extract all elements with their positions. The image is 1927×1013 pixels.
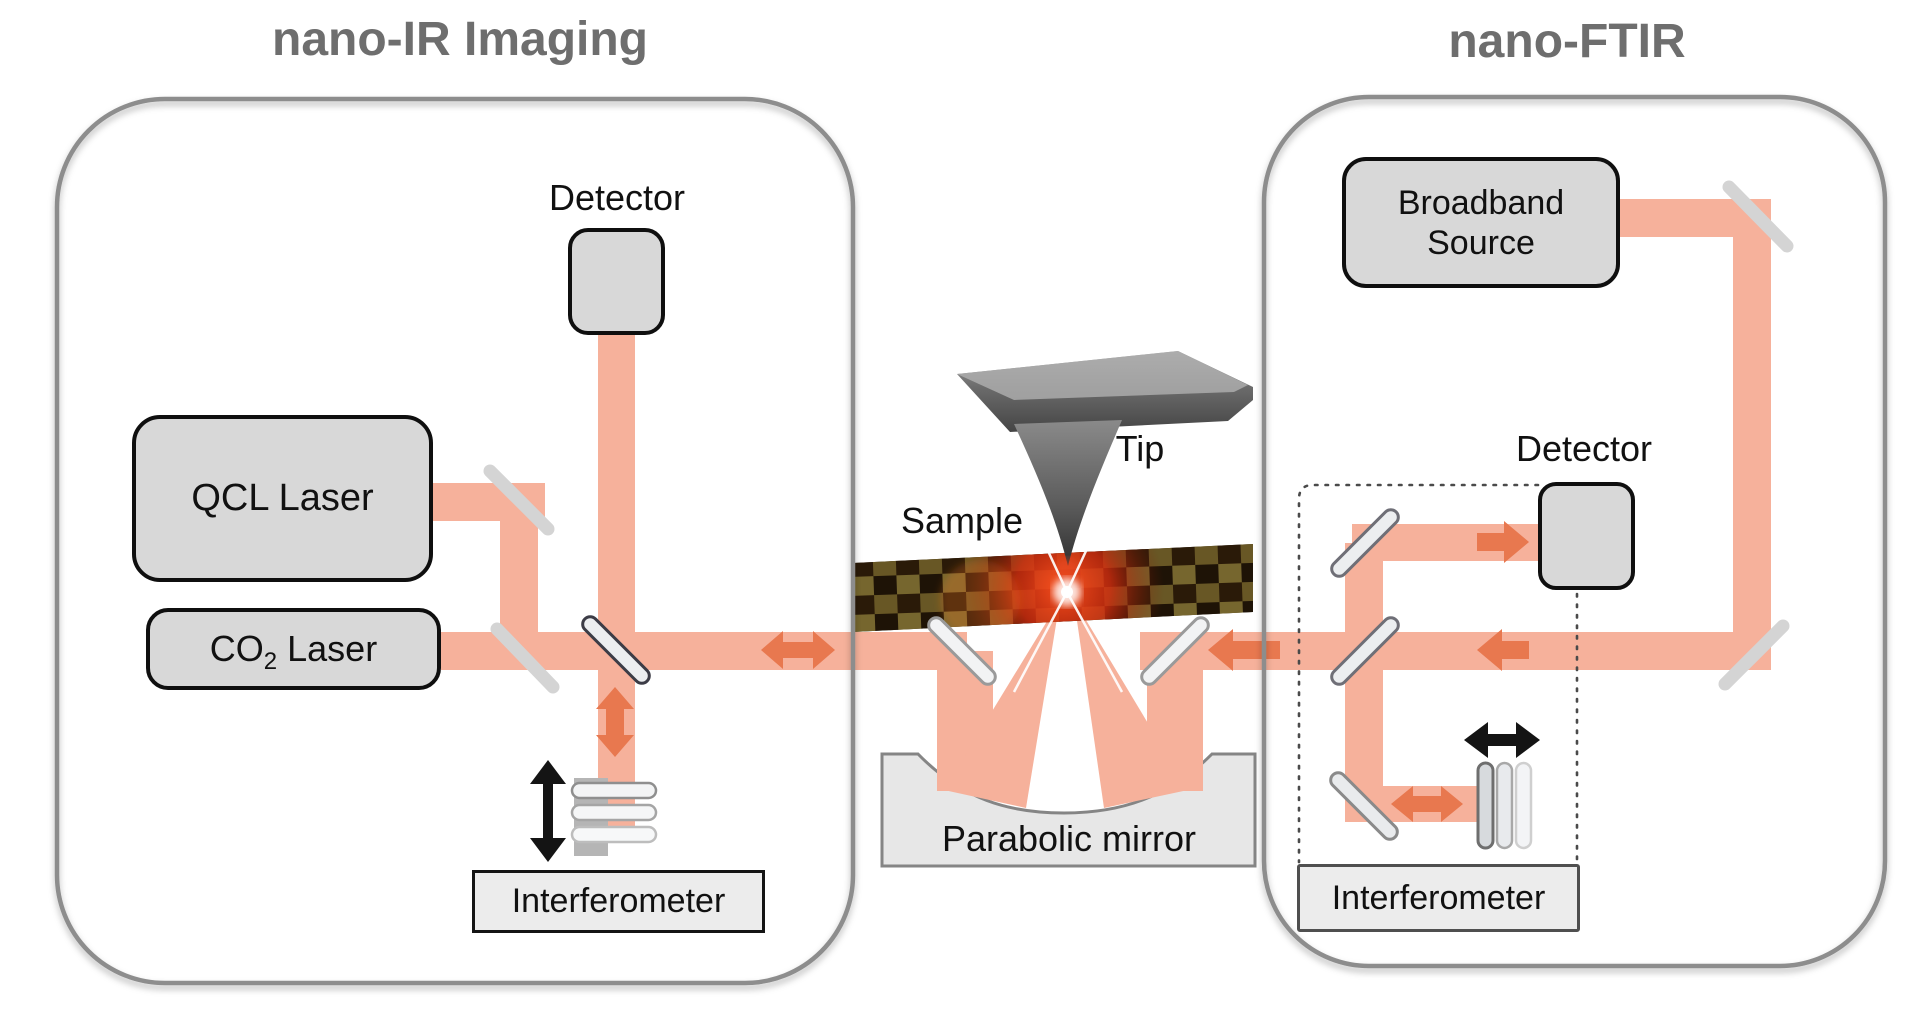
scan-arrow-right-interferometer <box>1464 722 1540 758</box>
bottom-corner-mirror <box>1718 619 1790 691</box>
co2-laser-box: CO2 Laser <box>146 608 441 690</box>
ftir-beamsplitter <box>1330 616 1400 686</box>
co2-combiner-mirror <box>490 622 560 694</box>
right-panel-title: nano-FTIR <box>1448 15 1686 68</box>
sample-label: Sample <box>900 500 1024 541</box>
focus-core <box>1061 586 1073 598</box>
qcl-laser-label: QCL Laser <box>191 477 374 519</box>
parabola-left-mirror <box>927 616 997 686</box>
broadband-source-box: Broadband Source <box>1342 157 1620 288</box>
beam-double-arrow-left-vertical <box>596 687 634 757</box>
beam-focus-cone-left <box>944 600 1060 808</box>
parabola-right-mirror <box>1140 616 1210 686</box>
beam-arrow-into-detector <box>1477 521 1529 563</box>
interferometer-label-left: Interferometer <box>472 870 765 933</box>
beam-splitter-vertical-right <box>1345 543 1383 822</box>
interferometer-label-right: Interferometer <box>1297 864 1580 932</box>
scan-arrow-left-interferometer <box>530 760 566 862</box>
ftir-lower-mirror <box>1329 771 1399 841</box>
beam-double-arrow-left-horizontal <box>761 631 835 669</box>
left-panel-title: nano-IR Imaging <box>272 13 648 66</box>
source-corner-mirror <box>1722 180 1794 253</box>
detector-label-left: Detector <box>548 177 686 218</box>
broadband-source-line1: Broadband <box>1397 183 1565 222</box>
left-panel-frame <box>54 96 856 986</box>
parabolic-mirror-label: Parabolic mirror <box>941 818 1197 859</box>
beam-detector-left <box>598 335 635 832</box>
beam-arrow-toward-parabola <box>1208 629 1280 671</box>
main-beamsplitter-left <box>581 615 651 685</box>
ftir-upper-mirror <box>1330 508 1400 578</box>
beam-qcl-down <box>500 500 538 650</box>
qcl-fold-mirror <box>483 464 555 536</box>
reference-mirror-stack-left <box>570 778 658 856</box>
qcl-laser-box: QCL Laser <box>132 415 433 582</box>
beam-double-arrow-reference-right <box>1391 786 1463 822</box>
interferometer-dotted-box <box>1297 483 1579 864</box>
tip-label: Tip <box>1115 428 1165 469</box>
detector-label-right: Detector <box>1515 428 1653 469</box>
detector-box-left <box>568 228 665 335</box>
co2-laser-label: CO2 Laser <box>209 628 378 676</box>
beamsplitters <box>581 508 1400 841</box>
right-panel-frame <box>1261 94 1888 969</box>
beam-focus-cone-right <box>1074 600 1188 808</box>
detector-box-right <box>1538 482 1635 590</box>
afm-tip <box>957 351 1253 582</box>
beam-source-down <box>1733 199 1771 668</box>
broadband-source-line2: Source <box>1427 223 1535 262</box>
reference-mirror-stack-right <box>1476 761 1533 850</box>
beam-arrow-main-right <box>1477 629 1529 671</box>
